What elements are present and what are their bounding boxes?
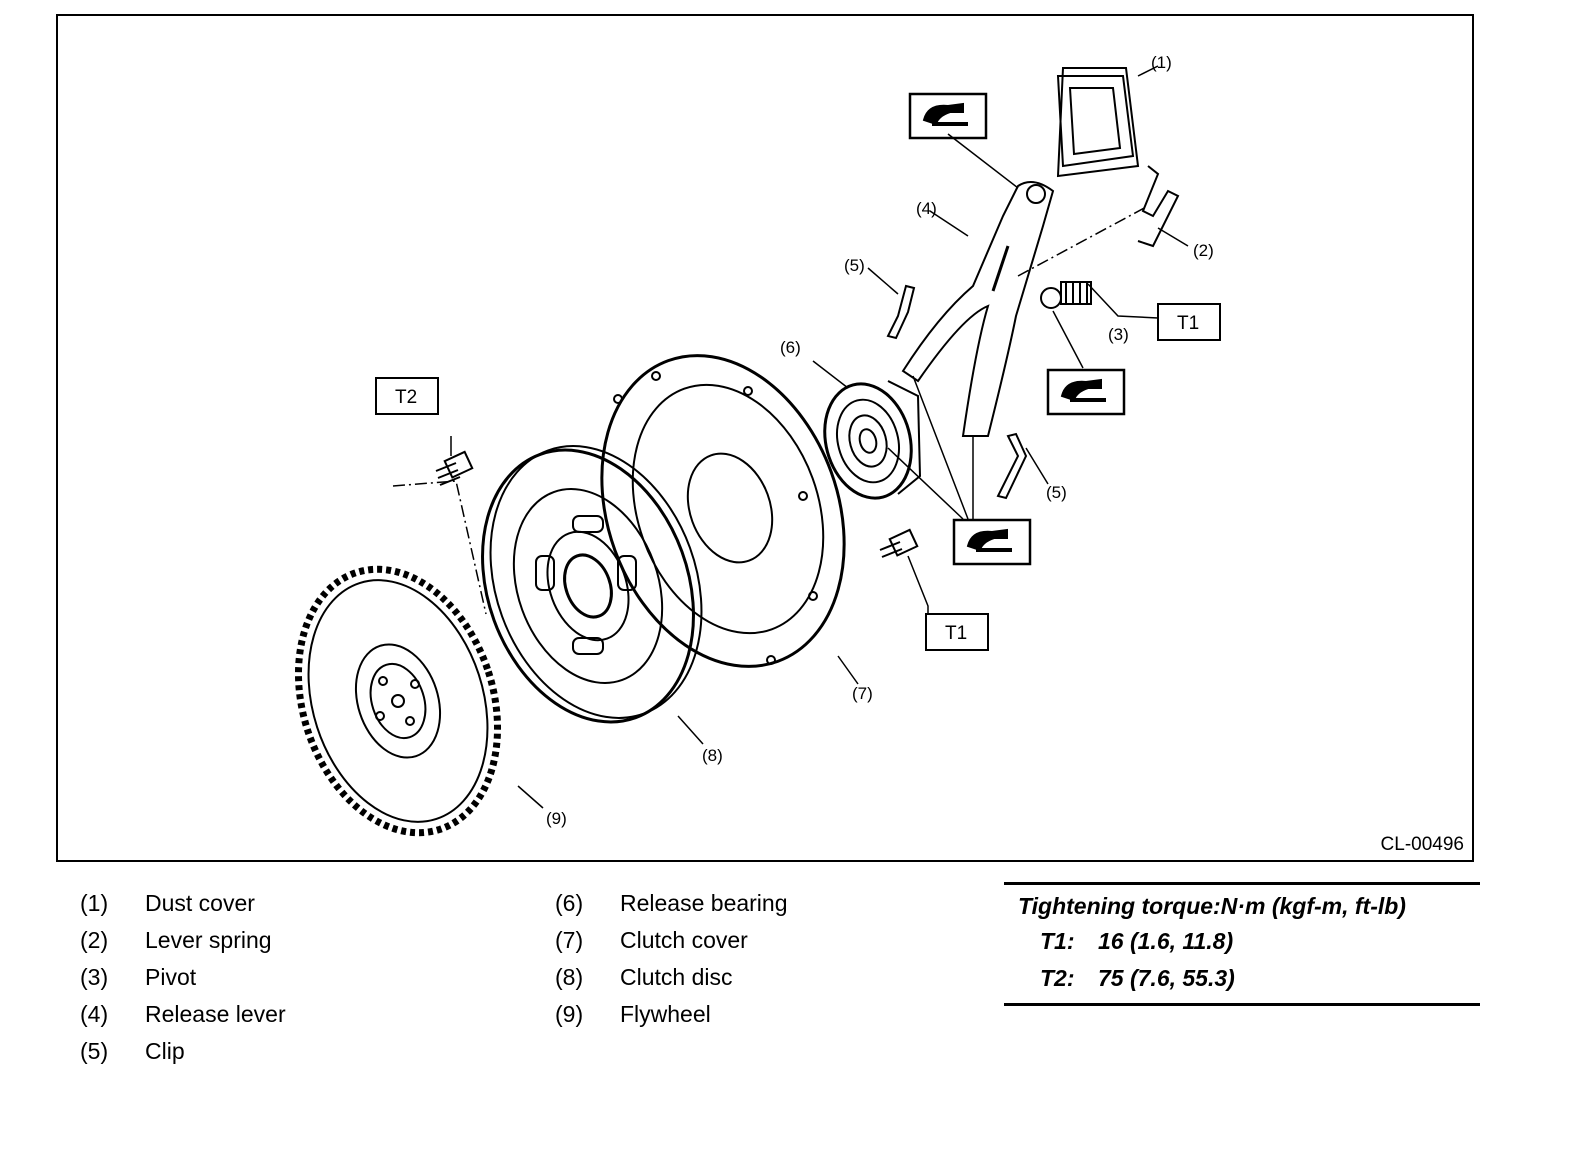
torque-table: Tightening torque:N·m (kgf-m, ft-lb) T1:… [1004,882,1480,1006]
callout-9: (9) [546,809,567,828]
legend-label: Flywheel [620,1001,711,1027]
callout-3: (3) [1108,325,1129,344]
callout-7: (7) [852,684,873,703]
torque-key: T1: [1040,928,1075,954]
legend-label: Clutch disc [620,964,733,990]
legend-number: (8) [555,964,584,990]
legend-label: Clutch cover [620,927,748,953]
callout-4: (4) [916,199,937,218]
legend-number: (5) [80,1038,109,1064]
grease-icon [1046,368,1126,416]
legend-number: (2) [80,927,109,953]
callout-6: (6) [780,338,801,357]
legend-number: (4) [80,1001,109,1027]
torque-value: 75 (7.6, 55.3) [1098,965,1235,991]
torque-label-t1-upper: T1 [1177,313,1199,334]
legend-number: (6) [555,890,584,916]
figure-code: CL-00496 [1380,834,1464,855]
grease-icon [908,92,988,140]
torque-label-t1-lower: T1 [945,623,967,644]
legend-item: (4) Release lever [80,996,286,1033]
legend-label: Pivot [145,964,197,990]
callout-5-upper: (5) [844,256,865,275]
clutch-cover [600,354,846,668]
torque-label-t2: T2 [395,387,417,408]
legend-label: Lever spring [145,927,272,953]
legend-item: (1) Dust cover [80,885,286,922]
torque-key: T2: [1040,965,1075,991]
legend-label: Release bearing [620,890,788,916]
torque-value: 16 (1.6, 11.8) [1098,928,1234,954]
torque-box-t1-upper [1157,303,1221,341]
clip-lower [996,432,1028,500]
legend-item: (6) Release bearing [555,885,788,922]
legend-item: (9) Flywheel [555,996,788,1033]
legend-number: (9) [555,1001,584,1027]
legend-label: Dust cover [145,890,255,916]
exploded-diagram: (1) (2) (3) (4) (5) (5) (6) (7) (8) (9) … [56,14,1474,862]
bolt-t1 [879,528,919,558]
clutch-disc [481,445,703,724]
legend-item: (8) Clutch disc [555,959,788,996]
callout-1: (1) [1151,53,1172,72]
torque-box-t1-lower [925,613,989,651]
torque-row: T1: 16 (1.6, 11.8) [1004,923,1480,960]
callout-2: (2) [1193,241,1214,260]
torque-box-t2 [375,377,439,415]
clutch-exploded-view: (1) (2) (3) (4) (5) (5) (6) (7) (8) (9) … [294,53,1221,837]
legend-label: Clip [145,1038,185,1064]
torque-title: Tightening torque:N·m (kgf-m, ft-lb) [1018,893,1406,919]
legend-item: (5) Clip [80,1033,286,1070]
callout-5-lower: (5) [1046,483,1067,502]
release-lever [901,181,1055,437]
callout-8: (8) [702,746,723,765]
flywheel [294,565,502,837]
bolt-t2 [435,450,474,486]
grease-icon [952,518,1032,566]
legend-number: (7) [555,927,584,953]
lever-spring [1137,165,1180,248]
legend-item: (2) Lever spring [80,922,286,959]
legend-number: (3) [80,964,109,990]
legend-left: (1) Dust cover (2) Lever spring (3) Pivot (… [80,885,286,1070]
legend-number: (1) [80,890,109,916]
legend-right: (6) Release bearing (7) Clutch cover (8) Cl… [555,885,788,1033]
release-bearing [823,380,922,500]
legend-item: (7) Clutch cover [555,922,788,959]
dust-cover [1056,67,1140,178]
pivot [1040,281,1092,309]
legend-label: Release lever [145,1001,286,1027]
clip-upper [886,284,916,340]
legend-item: (3) Pivot [80,959,286,996]
torque-row: T2: 75 (7.6, 55.3) [1004,960,1480,997]
